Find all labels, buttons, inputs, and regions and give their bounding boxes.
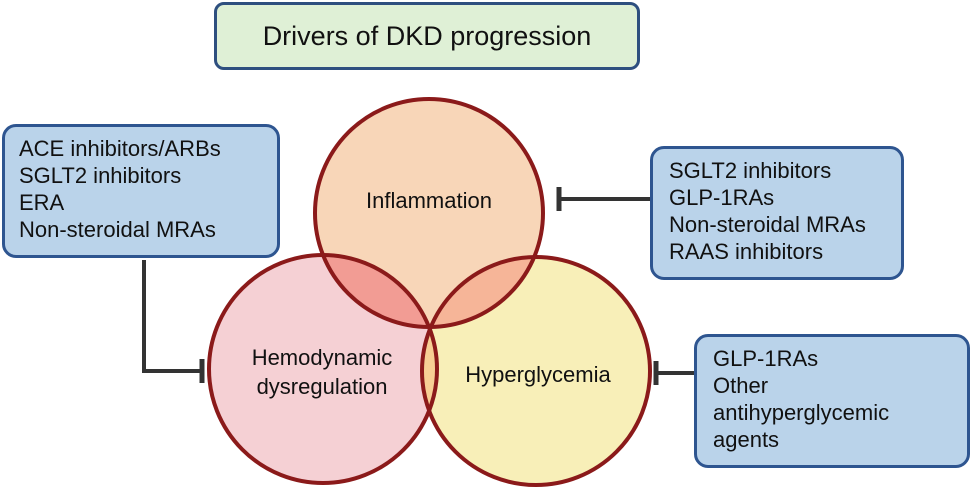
treatments-box-inflammation: SGLT2 inhibitors GLP-1RAs Non-steroidal … xyxy=(650,146,904,280)
treatment-item: RAAS inhibitors xyxy=(669,239,824,264)
inflammation-circle xyxy=(313,97,545,329)
hyperglycemia-label: Hyperglycemia xyxy=(465,362,611,387)
treatment-item: SGLT2 inhibitors xyxy=(669,158,832,183)
treatment-item: Non-steroidal MRAs xyxy=(19,217,216,242)
treatments-box-hemodynamic: ACE inhibitors/ARBs SGLT2 inhibitors ERA… xyxy=(2,124,280,258)
diagram-title: Drivers of DKD progression xyxy=(214,2,640,70)
treatment-item: Non-steroidal MRAs xyxy=(669,212,866,237)
treatment-item: agents xyxy=(713,427,780,452)
treatment-item: Other xyxy=(713,373,769,398)
hemodynamic-label-line2: dysregulation xyxy=(257,374,388,399)
overlap-inflammation-hemodynamic xyxy=(315,255,437,327)
left-connector xyxy=(142,260,200,373)
treatment-item: GLP-1RAs xyxy=(669,185,775,210)
treatments-box-hyperglycemia: GLP-1RAs Other antihyperglycemic agents xyxy=(694,334,970,468)
treatment-item: antihyperglycemic xyxy=(713,400,890,425)
treatment-item: SGLT2 inhibitors xyxy=(19,163,182,188)
treatment-item: ERA xyxy=(19,190,65,215)
treatment-item: ACE inhibitors/ARBs xyxy=(19,136,221,161)
treatment-item: GLP-1RAs xyxy=(713,346,819,371)
inflammation-label: Inflammation xyxy=(366,188,492,213)
hemodynamic-label-line1: Hemodynamic xyxy=(252,345,393,370)
